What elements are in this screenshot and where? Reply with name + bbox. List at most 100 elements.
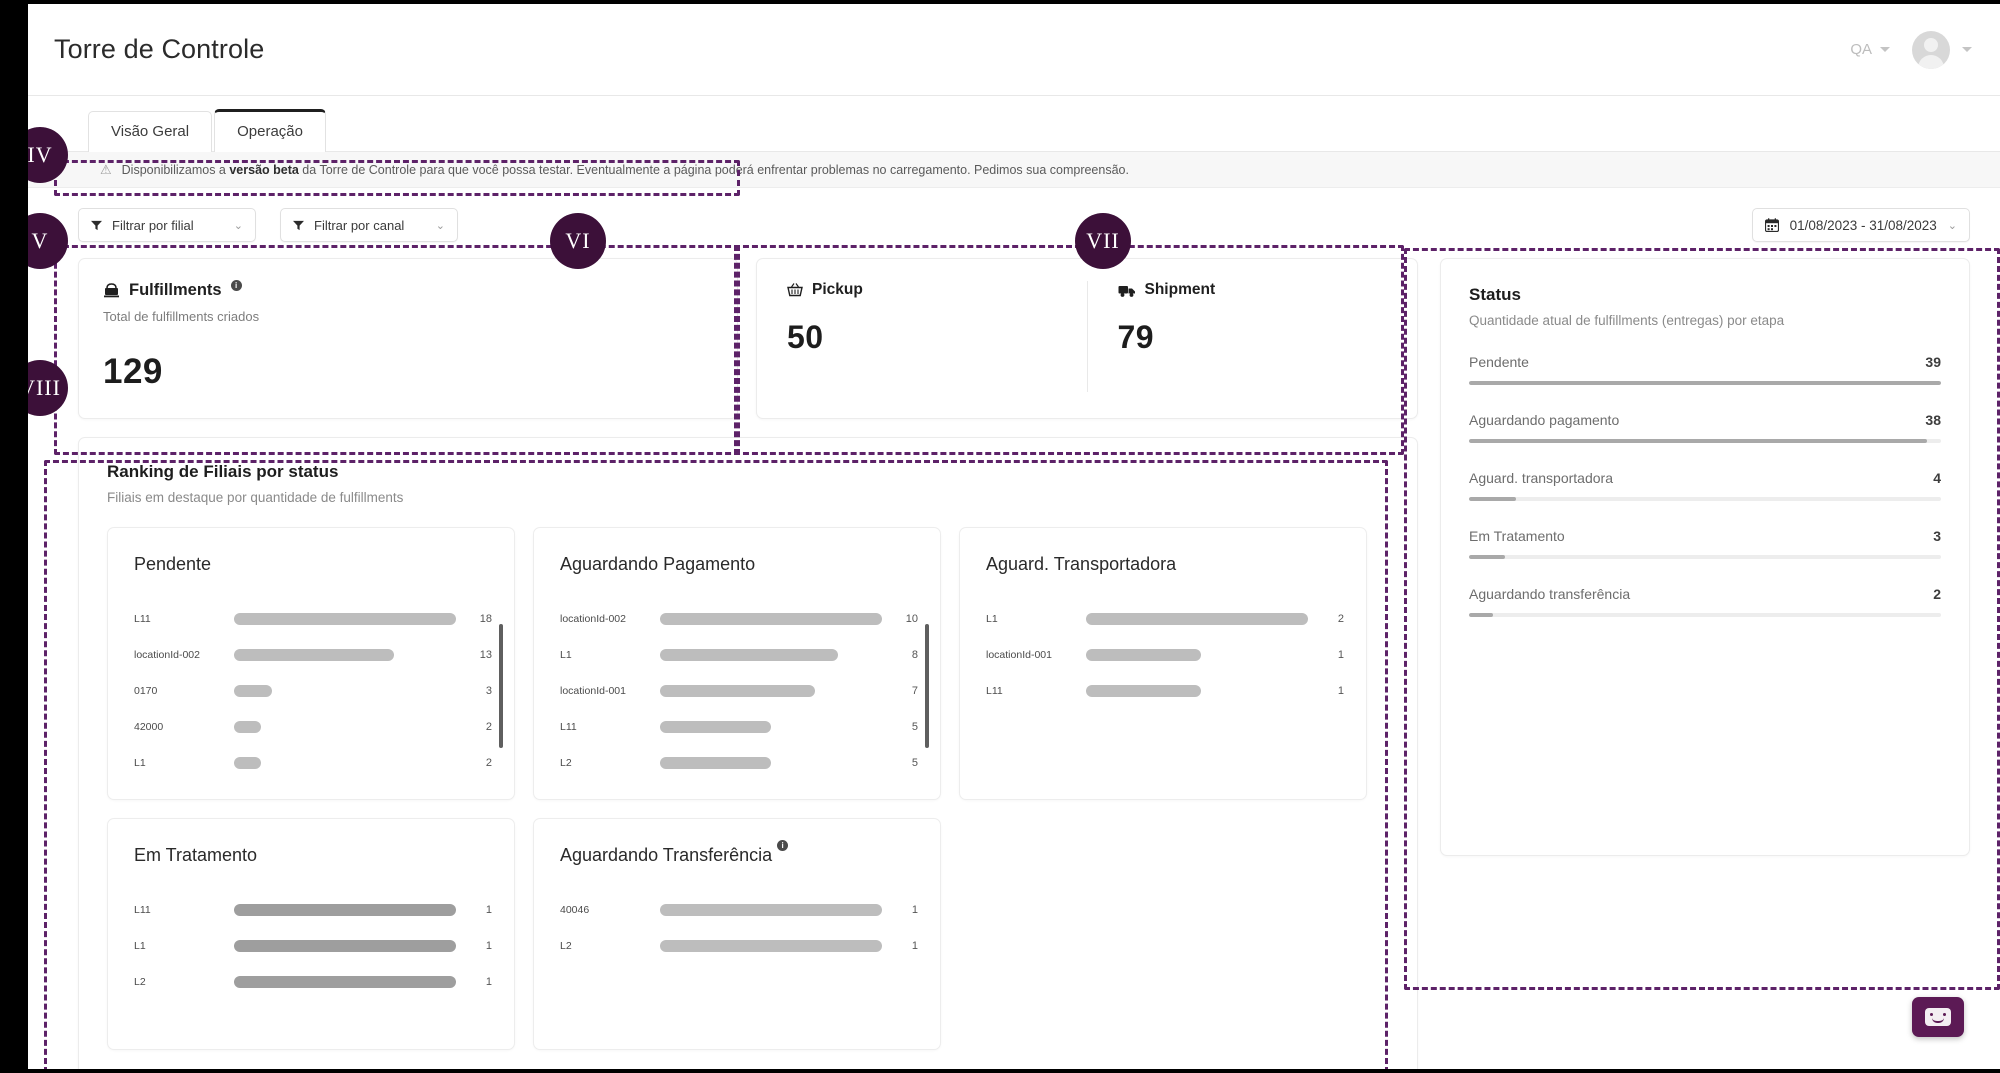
annotation-badge-vi: VI <box>550 213 606 269</box>
ranking-row-label: L1 <box>560 649 572 661</box>
ranking-row-value: 10 <box>905 613 918 625</box>
ranking-row-value: 2 <box>485 721 492 733</box>
status-bar-track <box>1469 497 1941 501</box>
status-bar-track <box>1469 439 1941 443</box>
ranking-title: Ranking de Filiais por status <box>107 462 339 481</box>
ranking-row-label: L1 <box>134 940 146 952</box>
chevron-down-icon: ⌄ <box>1947 219 1957 232</box>
kpi-fulfillments-subtitle: Total de fulfillments criados <box>103 309 260 324</box>
status-bar-fill <box>1469 439 1927 443</box>
info-icon[interactable]: i <box>777 840 789 851</box>
ranking-bar-track <box>660 649 882 661</box>
ranking-row-value: 1 <box>1337 685 1344 697</box>
app-window: Torre de Controle QA Visão Geral Operaçã… <box>28 4 2000 1069</box>
status-item-value: 3 <box>1933 528 1941 544</box>
ranking-card-title-text: Aguardando Pagamento <box>560 554 756 574</box>
ranking-row-label: L11 <box>986 685 1003 697</box>
ranking-bar <box>234 976 456 988</box>
ranking-bar <box>660 649 838 661</box>
status-bar-track <box>1469 381 1941 385</box>
ranking-card-scrollbar[interactable] <box>925 624 929 748</box>
ranking-card-title-text: Aguardando Transferência <box>560 845 773 865</box>
filter-icon <box>91 220 102 230</box>
kpi-pickup-header: Pickup <box>787 281 1057 299</box>
ranking-bar <box>234 649 394 661</box>
ranking-row-value: 1 <box>485 976 492 988</box>
ranking-card-title: Aguardando Pagamento <box>560 554 918 575</box>
ranking-row-value: 1 <box>485 904 492 916</box>
ranking-bar-track <box>660 940 882 952</box>
ranking-row-value: 1 <box>485 940 492 952</box>
kpi-shipment-value: 79 <box>1117 319 1155 355</box>
tab-operacao[interactable]: Operação <box>214 109 326 152</box>
ranking-row-label: L2 <box>134 976 146 988</box>
tab-bar: Visão Geral Operação <box>28 96 2000 152</box>
status-panel: Status Quantidade atual de fulfillments … <box>1440 258 1970 856</box>
date-range-value: 01/08/2023 - 31/08/2023 <box>1789 217 1937 233</box>
page-gutter-bottom <box>0 1069 2000 1073</box>
ranking-row-label: 42000 <box>134 721 164 733</box>
info-icon[interactable]: i <box>230 280 242 291</box>
kpi-shipment-title: Shipment <box>1144 281 1216 298</box>
ranking-bar-track <box>234 649 456 661</box>
status-item-label: Pendente <box>1469 354 1529 370</box>
ranking-row-label: locationId-002 <box>134 649 200 661</box>
status-item-line: Em Tratamento 3 <box>1469 528 1941 544</box>
kpi-fulfillments-title: Fulfillments <box>129 281 222 299</box>
ranking-row-value: 1 <box>911 940 918 952</box>
filter-branch-select[interactable]: Filtrar por filial ⌄ <box>78 208 256 242</box>
ranking-row-value: 13 <box>479 649 492 661</box>
ranking-bar-track <box>234 904 456 916</box>
ranking-row-value: 8 <box>911 649 918 661</box>
feedback-button[interactable] <box>1912 997 1964 1037</box>
chevron-down-icon <box>1880 47 1890 52</box>
filter-channel-select[interactable]: Filtrar por canal ⌄ <box>280 208 458 242</box>
status-bar-fill <box>1469 381 1941 385</box>
ranking-card-title: Pendente <box>134 554 492 575</box>
ranking-row: L2 1 <box>134 964 492 1000</box>
ranking-row-value: 5 <box>911 757 918 769</box>
status-bar-fill <box>1469 613 1493 617</box>
ranking-row-label: locationId-002 <box>560 613 626 625</box>
status-item-value: 2 <box>1933 586 1941 602</box>
kpi-card-fulfillments: Fulfillments i Total de fulfillments cri… <box>78 258 738 419</box>
dashboard-body: Fulfillments i Total de fulfillments cri… <box>28 252 2000 1069</box>
kpi-cell-shipment: Shipment 79 <box>1086 281 1418 392</box>
status-item-label: Em Tratamento <box>1469 528 1565 544</box>
page-gutter-top <box>0 0 2000 4</box>
environment-selector[interactable]: QA <box>1850 41 1890 58</box>
ranking-row-label: L2 <box>560 757 572 769</box>
ranking-bar <box>234 940 456 952</box>
user-menu[interactable] <box>1912 30 1972 69</box>
tab-visao-geral[interactable]: Visão Geral <box>88 111 213 152</box>
ranking-row-value: 1 <box>1337 649 1344 661</box>
status-bar-fill <box>1469 497 1517 501</box>
ranking-bar-track <box>660 757 882 769</box>
ranking-card-scrollbar[interactable] <box>499 624 503 748</box>
ranking-bar <box>660 904 882 916</box>
dashboard-left-column: Fulfillments i Total de fulfillments cri… <box>78 258 1418 1069</box>
date-range-picker[interactable]: 01/08/2023 - 31/08/2023 ⌄ <box>1751 208 1970 242</box>
ranking-row-label: L11 <box>134 613 151 625</box>
filter-bar: Filtrar por filial ⌄ Filtrar por canal ⌄… <box>28 188 2000 252</box>
ranking-row-label: locationId-001 <box>560 685 626 697</box>
filter-icon <box>293 220 304 230</box>
kpi-pickup-title: Pickup <box>812 281 863 298</box>
ranking-row-label: L2 <box>560 940 572 952</box>
beta-banner-text: Disponibilizamos a versão beta da Torre … <box>121 162 1129 177</box>
page-gutter-left <box>0 0 28 1073</box>
